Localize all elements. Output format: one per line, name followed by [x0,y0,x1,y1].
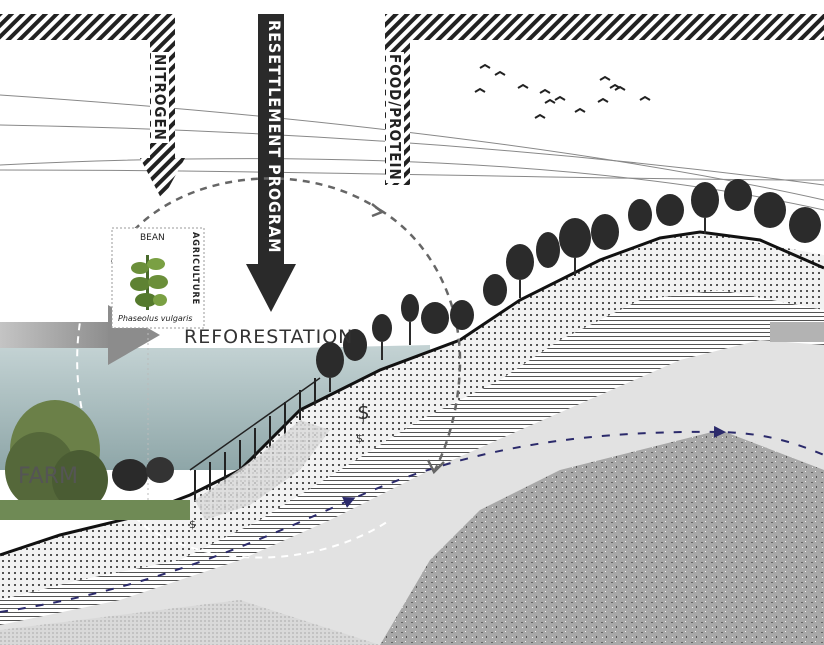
bean-card-species: Phaseolus vulgaris [118,314,193,323]
farm-trees [0,400,190,520]
reforestation-trees [316,179,821,378]
resettlement-program-label: RESETTLEMENT PROGRAM [265,20,284,254]
bean-card-title: BEAN [140,233,165,243]
dollar-large-label: $ [357,400,370,424]
bean-card-category: AGRICULTURE [190,232,200,306]
dollar-farm-label: $ [189,518,196,531]
power-lines [0,94,824,211]
nitrogen-arrow-head [140,158,185,200]
cycle-arc-upper [110,177,381,263]
nitrogen-label: NITROGEN [151,52,169,143]
birds [474,63,651,119]
cycle-arrow-head-right [426,459,445,475]
lower-left-layer [0,600,380,645]
slope-terrace-patch [195,420,330,520]
dollar-small-label: $ [356,432,363,445]
reforestation-label: REFORESTATION [184,326,354,348]
cycle-arc-lower [76,261,391,559]
reforestation-arrow-right [770,322,824,342]
farm-label: FARM [18,464,78,489]
food-protein-label: FOOD/PROTEIN [386,52,404,183]
water-table-line [0,425,824,613]
tree-trunks [329,218,706,392]
resettlement-arrow-head [246,264,296,312]
food-flow-frame [385,14,824,185]
cycle-arc-right [379,208,462,471]
resettlement-arrow-shaft [258,14,284,264]
bean-plant-image [130,255,168,310]
reforestation-arrow-shaft [0,322,112,348]
terrace-fence [189,377,321,500]
nitrogen-flow-frame [0,14,175,158]
